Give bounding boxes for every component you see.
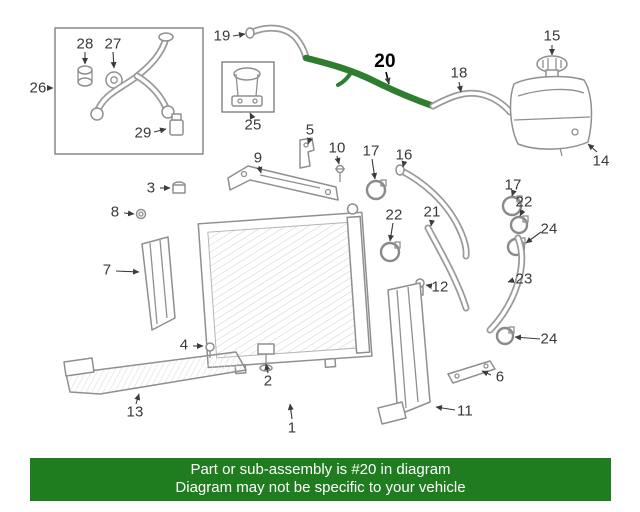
air-baffle-11-drawing (377, 282, 431, 425)
bolt-10-drawing (335, 164, 345, 182)
reservoir-tank-14-drawing (509, 75, 593, 157)
part-label-2: 2 (263, 372, 273, 390)
inset-box-group (54, 27, 204, 155)
part-label-10: 10 (328, 139, 346, 157)
part-label-13: 13 (126, 403, 144, 421)
part-label-24a: 24 (540, 220, 558, 238)
banner-line-2: Diagram may not be specific to your vehi… (175, 479, 466, 496)
hose-16-drawing (395, 164, 470, 260)
part-label-9: 9 (253, 149, 263, 167)
clamp-17b-drawing (501, 195, 523, 217)
part-label-1: 1 (287, 419, 297, 437)
part-label-24b: 24 (540, 330, 558, 348)
part-label-12: 12 (431, 278, 449, 296)
hose-20-branch (336, 69, 354, 87)
clamp-22a-drawing (379, 241, 401, 263)
banner-line-1: Part or sub-assembly is #20 in diagram (190, 461, 451, 478)
hose-23-drawing (486, 234, 526, 334)
part-label-11: 11 (457, 402, 473, 420)
drain-cock-3-drawing (172, 181, 186, 194)
part-label-19: 19 (213, 27, 231, 45)
part-label-22b: 22 (515, 193, 533, 211)
highlighted-hose-20-drawing (302, 54, 437, 110)
part-label-15: 15 (543, 27, 561, 45)
air-baffle-7-drawing (141, 236, 176, 331)
part-label-3: 3 (146, 179, 156, 197)
part-label-6: 6 (495, 368, 505, 386)
part-label-29: 29 (134, 124, 152, 142)
clamp-17a-drawing (365, 179, 387, 201)
part-label-21: 21 (423, 203, 441, 221)
part-label-23: 23 (515, 270, 533, 288)
part-label-5: 5 (305, 121, 315, 139)
bolt-8-drawing (135, 208, 147, 220)
grommet-28-drawing (77, 65, 93, 87)
radiator-1-drawing (197, 203, 373, 375)
lower-deflector-13-drawing (63, 351, 247, 395)
water-outlet-pipe-26-drawing (90, 32, 175, 121)
hose-19-drawing (245, 24, 310, 61)
part-label-4: 4 (179, 336, 189, 354)
hose-18-drawing (429, 89, 514, 116)
part-label-14: 14 (592, 152, 610, 170)
highlight-banner: Part or sub-assembly is #20 in diagram D… (30, 458, 611, 501)
part-label-16: 16 (395, 146, 413, 164)
part-label-17a: 17 (362, 142, 380, 160)
bracket-6-drawing (447, 360, 496, 384)
part-label-22a: 22 (385, 206, 403, 224)
hose-20-path (302, 54, 437, 110)
clamp-22b-drawing (509, 215, 529, 235)
part-label-8: 8 (110, 203, 120, 221)
part-label-17b: 17 (504, 176, 522, 194)
bracket-5-drawing (299, 137, 315, 169)
part-label-18: 18 (450, 64, 468, 82)
upper-tie-bar-9-drawing (227, 165, 339, 201)
reservoir-cap-15-drawing (536, 55, 568, 78)
part-label-20-highlighted: 20 (374, 51, 396, 72)
part-label-25: 25 (244, 116, 262, 134)
hose-21-drawing (424, 224, 470, 312)
bolt-4-drawing (205, 342, 215, 358)
part-label-26: 26 (29, 79, 47, 97)
leader-lines (47, 32, 598, 420)
part-label-27: 27 (104, 35, 122, 53)
sensor-29-drawing (169, 113, 184, 136)
part-label-7: 7 (102, 261, 112, 279)
part-label-28: 28 (76, 35, 94, 53)
water-outlet-25-drawing (221, 61, 275, 113)
clamp-24b-drawing (495, 326, 515, 346)
seal-ring-27-drawing (105, 71, 123, 89)
